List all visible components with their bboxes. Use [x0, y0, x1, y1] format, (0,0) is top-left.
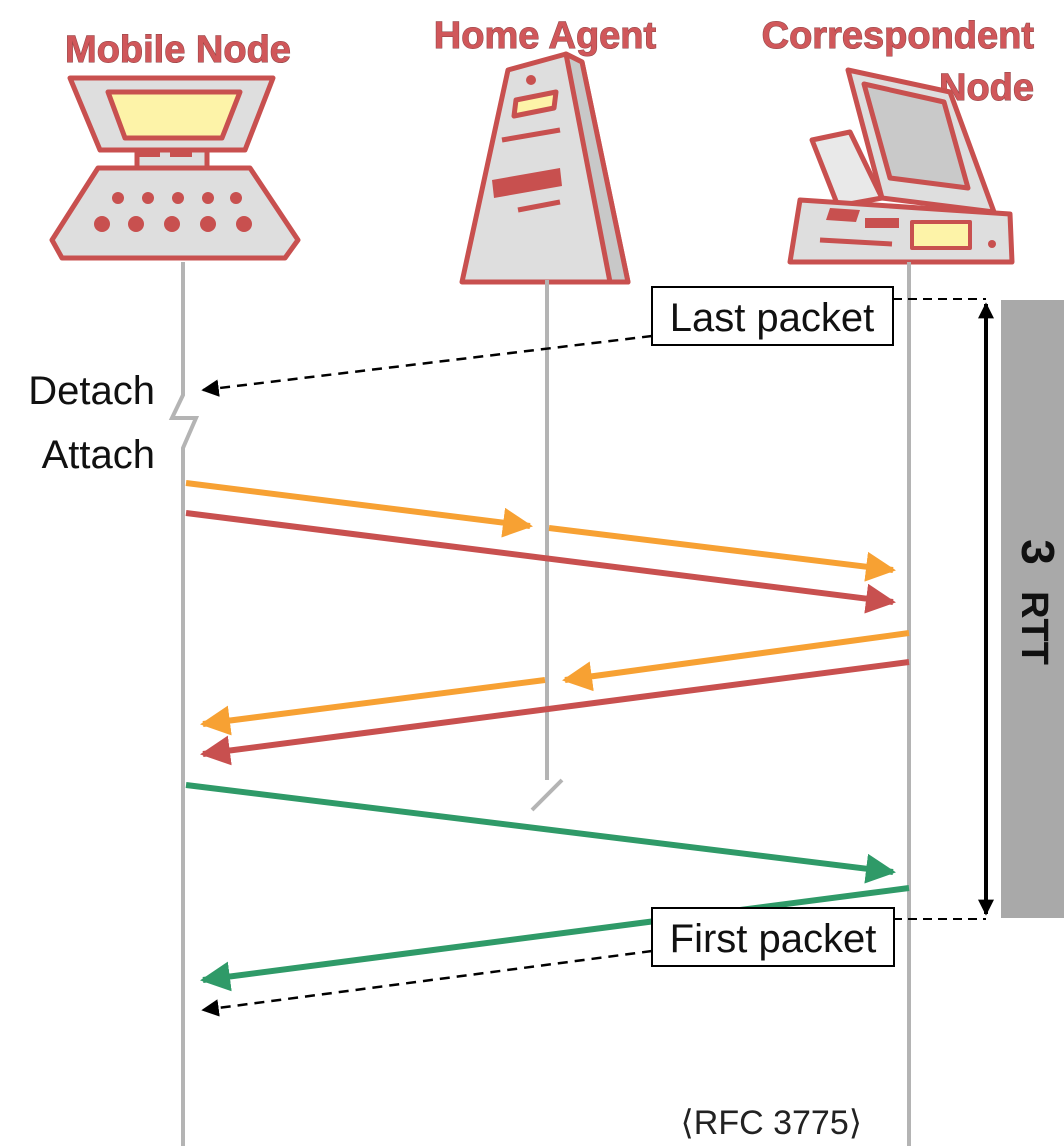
red-message-mn-to-cn [185, 510, 896, 614]
red-message-cn-to-mn [200, 659, 910, 766]
orange-message-mn-to-ha [185, 480, 533, 538]
first-packet-arrow [201, 949, 653, 1017]
last-packet-box [651, 286, 894, 346]
first-packet-label: First packet [670, 917, 877, 961]
first-packet-box [651, 907, 895, 967]
last-packet-label: Last packet [670, 296, 875, 340]
rfc-reference: ⟨RFC 3775⟩ [681, 1104, 863, 1142]
rtt-bar [1001, 300, 1064, 918]
orange-message-ha-to-cn [548, 525, 896, 582]
orange-message-ha-to-mn [200, 677, 546, 736]
orange-message-cn-to-ha [562, 630, 910, 692]
home-agent-lifeline-break [530, 778, 564, 812]
detach-label: Detach [28, 369, 155, 413]
home-agent-title: Home Agent [434, 15, 657, 57]
green-message-mn-to-cn [185, 782, 896, 884]
rtt-unit-label: RTT [1013, 591, 1055, 665]
desktop-computer-icon [787, 67, 1015, 265]
mobile-node-title: Mobile Node [65, 29, 291, 71]
correspondent-node-title-line1: Correspondent [762, 15, 1035, 57]
laptop-icon [49, 75, 301, 261]
green-message-cn-to-mn [200, 885, 910, 992]
server-icon [459, 51, 631, 285]
last-packet-arrow [201, 334, 653, 397]
attach-label: Attach [42, 433, 155, 477]
rtt-count-label: 3 [1012, 539, 1064, 565]
mobile-node-lifeline [168, 262, 200, 1146]
